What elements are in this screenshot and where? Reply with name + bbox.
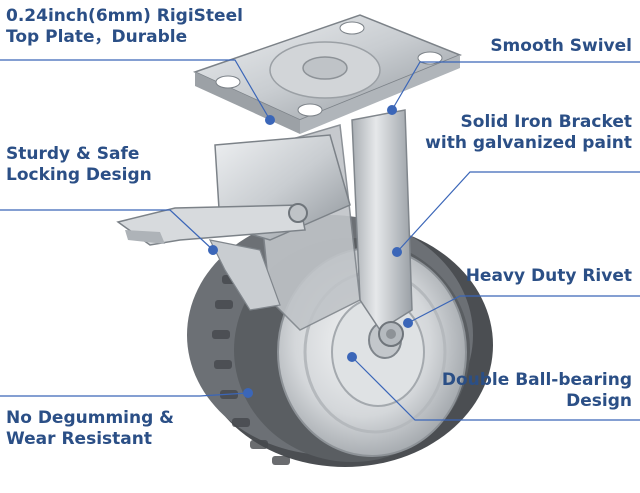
leader-degumming xyxy=(0,392,249,397)
leader-locking xyxy=(0,209,214,251)
label-degumming-line1: No Degumming & xyxy=(6,408,175,428)
label-smooth-swivel-line1: Smooth Swivel xyxy=(490,36,632,56)
label-locking-line2: Locking Design xyxy=(6,165,152,185)
label-iron-bracket-line1: Solid Iron Bracket xyxy=(460,112,632,132)
label-top-plate-line2: Top Plate，Durable xyxy=(6,27,188,47)
label-degumming-line2: Wear Resistant xyxy=(6,429,152,449)
locking-brake xyxy=(116,134,351,311)
label-smooth-swivel: Smooth Swivel xyxy=(490,36,632,57)
label-rivet-line1: Heavy Duty Rivet xyxy=(465,266,632,286)
leader-bearing xyxy=(351,356,640,421)
label-rivet: Heavy Duty Rivet xyxy=(466,266,632,287)
label-bearing-line1: Double Ball-bearing xyxy=(441,370,632,390)
label-top-plate: 0.24inch(6mm) RigiSteel Top Plate，Durabl… xyxy=(6,6,243,48)
label-top-plate-line1: 0.24inch(6mm) RigiSteel xyxy=(6,6,243,26)
leader-lines xyxy=(0,59,640,421)
leader-dots xyxy=(208,105,413,398)
leader-iron-bracket xyxy=(396,171,640,253)
leader-top-plate xyxy=(0,59,271,121)
label-bearing-line2: Design xyxy=(566,391,632,411)
label-degumming: No Degumming & Wear Resistant xyxy=(6,408,174,450)
label-iron-bracket: Solid Iron Bracket with galvanized paint xyxy=(425,112,632,154)
label-iron-bracket-line2: with galvanized paint xyxy=(425,133,632,153)
label-locking-line1: Sturdy & Safe xyxy=(6,144,140,164)
leader-smooth-swivel xyxy=(391,61,640,111)
leader-rivet xyxy=(407,295,640,324)
label-bearing: Double Ball-bearing Design xyxy=(442,370,632,412)
label-locking: Sturdy & Safe Locking Design xyxy=(6,144,152,186)
